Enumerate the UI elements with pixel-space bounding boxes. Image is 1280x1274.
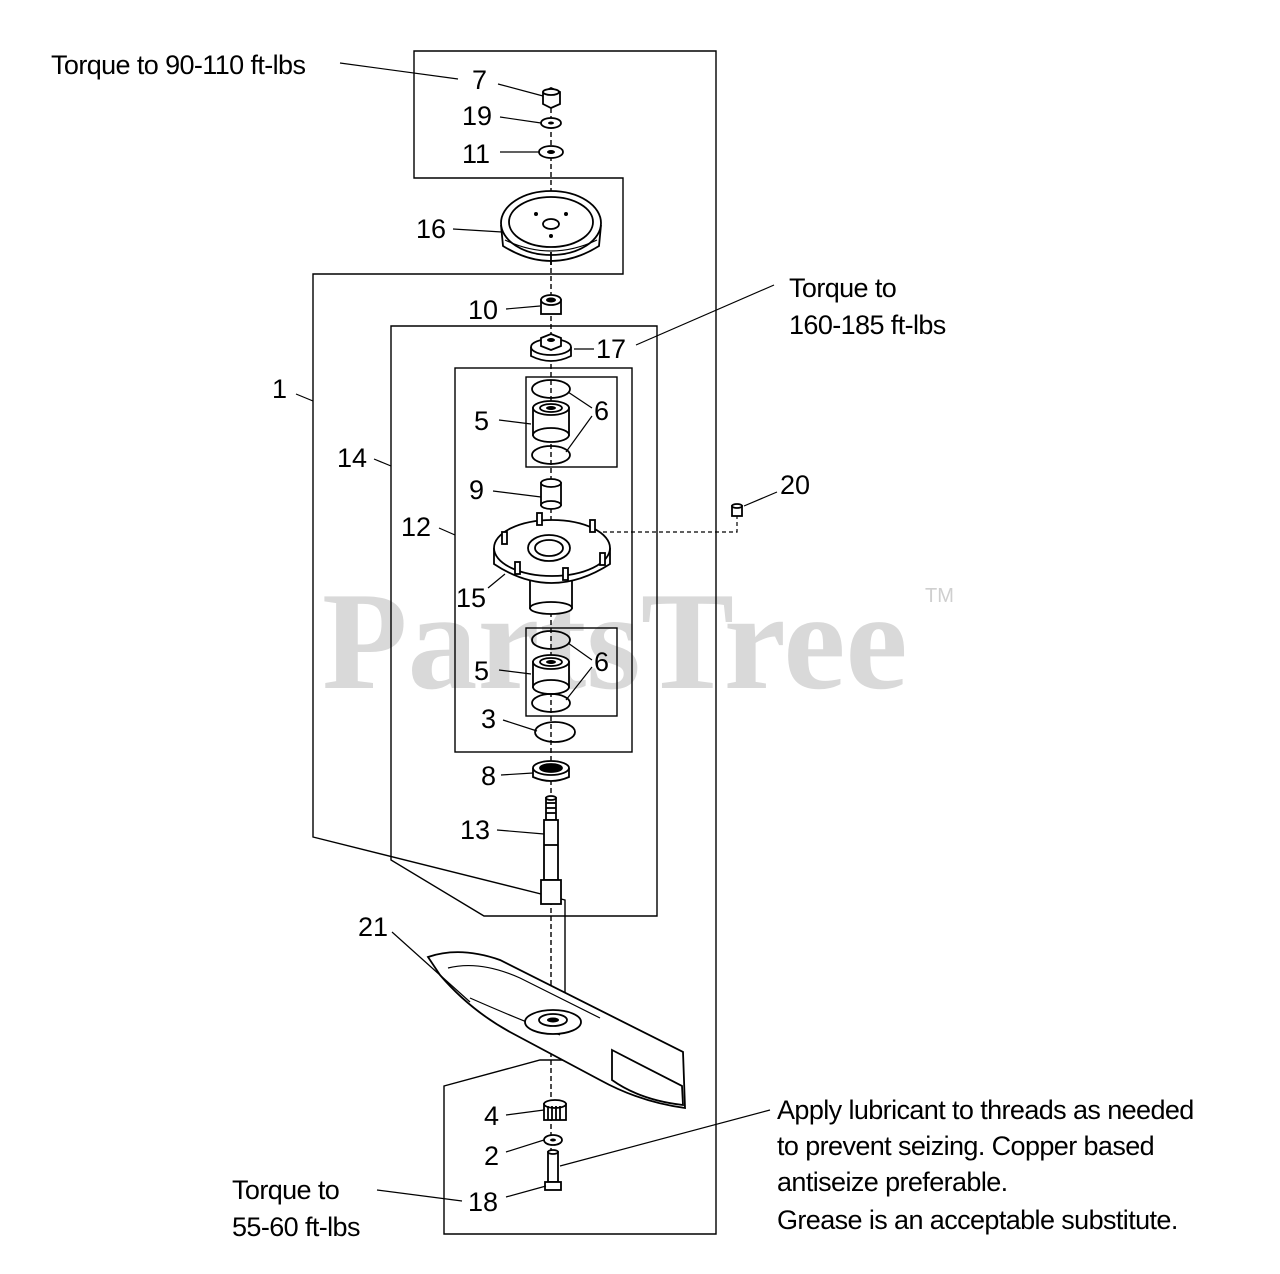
leader-12 — [438, 527, 456, 536]
callout-18: 18 — [468, 1187, 498, 1217]
leader-torque-mid — [635, 284, 775, 346]
leader-16 — [452, 228, 503, 233]
note-lubricant-line4: Grease is an acceptable substitute. — [777, 1205, 1178, 1235]
callout-8: 8 — [481, 761, 496, 791]
assembly-1-outline — [312, 50, 717, 1235]
leader-4 — [505, 1109, 545, 1116]
part-15-spindle-housing — [493, 512, 611, 615]
leader-20 — [743, 491, 778, 507]
callout-15: 15 — [456, 583, 486, 613]
part-6-snap-ring-upper-a — [531, 379, 571, 399]
part-8-seal — [532, 760, 570, 782]
callout-16: 16 — [416, 214, 446, 244]
callout-20: 20 — [780, 470, 810, 500]
note-torque-bottom-line2: 55-60 ft-lbs — [232, 1212, 360, 1242]
callout-7: 7 — [472, 65, 487, 95]
callout-12: 12 — [401, 512, 431, 542]
callout-21: 21 — [358, 912, 388, 942]
callout-14: 14 — [337, 443, 367, 473]
leader-13 — [496, 829, 545, 835]
callout-19: 19 — [462, 101, 492, 131]
callout-13: 13 — [460, 815, 490, 845]
part-9-spacer — [540, 478, 562, 510]
part-13-spindle-shaft — [540, 795, 562, 905]
note-torque-top: Torque to 90-110 ft-lbs — [51, 50, 305, 80]
leader-3 — [502, 719, 538, 732]
callout-6-lower: 6 — [594, 647, 609, 677]
note-lubricant-line2: to prevent seizing. Copper based — [777, 1131, 1154, 1161]
leader-6-lower-a — [567, 642, 593, 661]
leader-19 — [499, 116, 542, 124]
note-torque-bottom-line1: Torque to — [232, 1175, 339, 1205]
leader-21 — [391, 931, 471, 1003]
leader-6-upper-a — [567, 391, 593, 409]
part-11-washer — [538, 145, 564, 159]
callout-17: 17 — [596, 334, 626, 364]
part-20-grease-fitting — [731, 503, 743, 517]
part-7-nut — [542, 87, 561, 109]
callout-3: 3 — [481, 704, 496, 734]
part-6-snap-ring-lower-a — [531, 630, 571, 650]
leader-18 — [505, 1185, 547, 1198]
leader-6-upper-b — [565, 415, 593, 453]
assembly-12-outline — [454, 367, 633, 753]
leader-14 — [373, 458, 392, 467]
part-2-washer — [543, 1134, 563, 1146]
leader-5-upper — [498, 419, 532, 425]
callout-5-lower: 5 — [474, 656, 489, 686]
grease-fitting-leader — [596, 515, 738, 533]
leader-5-lower — [498, 669, 532, 675]
callout-10: 10 — [468, 295, 498, 325]
note-lubricant-line1: Apply lubricant to threads as needed — [777, 1095, 1194, 1125]
watermark-trademark: TM — [925, 585, 954, 607]
callout-6-upper: 6 — [594, 396, 609, 426]
leader-7 — [497, 83, 544, 97]
callout-2: 2 — [484, 1141, 499, 1171]
part-3-retaining-ring — [534, 721, 576, 743]
leader-lubricant — [559, 1109, 771, 1167]
callout-9: 9 — [469, 475, 484, 505]
callout-4: 4 — [484, 1101, 499, 1131]
leader-torque-top — [339, 62, 459, 80]
assembly-14-outline — [390, 325, 658, 917]
note-lubricant-line3: antiseize preferable. — [777, 1167, 1008, 1197]
callout-11: 11 — [462, 139, 490, 169]
leader-2 — [505, 1139, 545, 1153]
part-19-washer — [540, 117, 562, 129]
callout-5-upper: 5 — [474, 406, 489, 436]
part-16-pulley — [500, 190, 602, 265]
note-torque-mid-line1: Torque to — [789, 273, 896, 303]
leader-15 — [487, 573, 506, 589]
part-17-flange-nut — [530, 333, 572, 362]
bearing-group-upper — [525, 376, 618, 468]
part-21-mower-blade — [426, 951, 686, 1110]
leader-8 — [500, 772, 534, 776]
leader-10 — [505, 305, 541, 310]
watermark-brand: PartsTree — [322, 564, 908, 719]
part-6-snap-ring-lower-b — [531, 693, 571, 713]
bearing-group-lower — [525, 627, 618, 717]
part-4-blade-hub — [543, 1099, 567, 1121]
callout-1: 1 — [272, 374, 287, 404]
note-torque-mid-line2: 160-185 ft-lbs — [789, 310, 946, 340]
part-6-snap-ring-upper-b — [531, 445, 571, 465]
part-18-bolt — [544, 1149, 562, 1191]
leader-6-lower-b — [565, 666, 593, 701]
part-10-bearing — [540, 294, 562, 315]
leader-torque-bottom — [376, 1189, 463, 1202]
leader-9 — [492, 490, 542, 498]
leader-1 — [295, 393, 314, 402]
part-5-bearing-lower — [532, 654, 570, 695]
part-5-bearing-upper — [532, 400, 570, 443]
